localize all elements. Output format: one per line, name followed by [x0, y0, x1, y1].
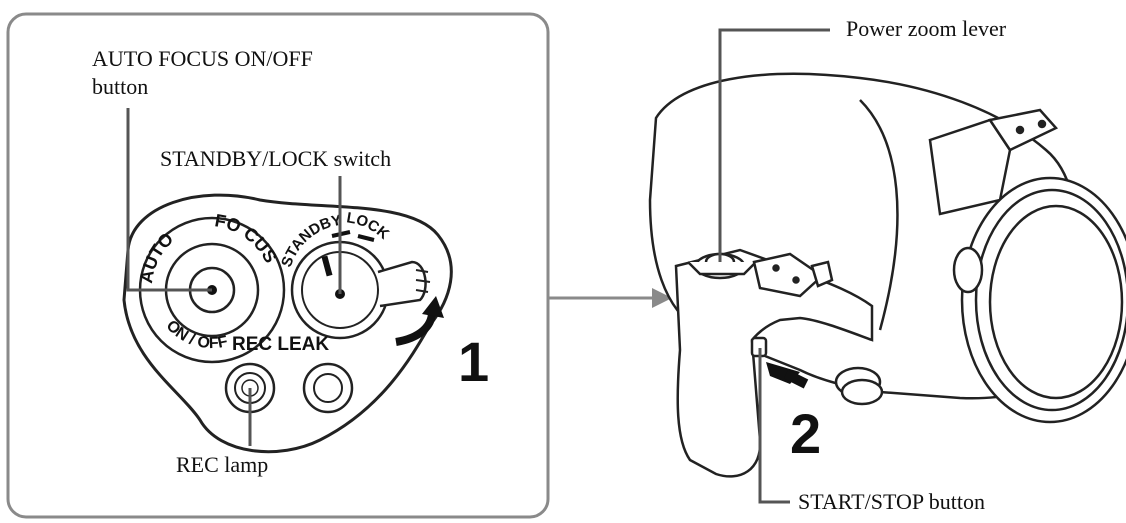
leader-auto-focus — [126, 108, 212, 292]
rec-lamp-label: REC lamp — [176, 452, 269, 477]
rec-leak-text: REC LEAK — [232, 334, 330, 355]
camera-housing — [648, 72, 1126, 478]
leak-lamp — [302, 362, 354, 414]
inset-frame — [6, 12, 550, 519]
auto-focus-label-line2: button — [92, 74, 149, 99]
step-1-number: 1 — [458, 330, 490, 393]
leader-start-stop — [758, 348, 790, 504]
auto-focus-label-line1: AUTO FOCUS ON/OFF — [92, 46, 313, 71]
power-zoom-label: Power zoom lever — [846, 16, 1007, 41]
standby-lock-label: STANDBY/LOCK switch — [160, 146, 392, 171]
step-2-number: 2 — [790, 402, 822, 465]
start-stop-label: START/STOP button — [798, 489, 986, 514]
leader-power-zoom — [718, 28, 830, 262]
